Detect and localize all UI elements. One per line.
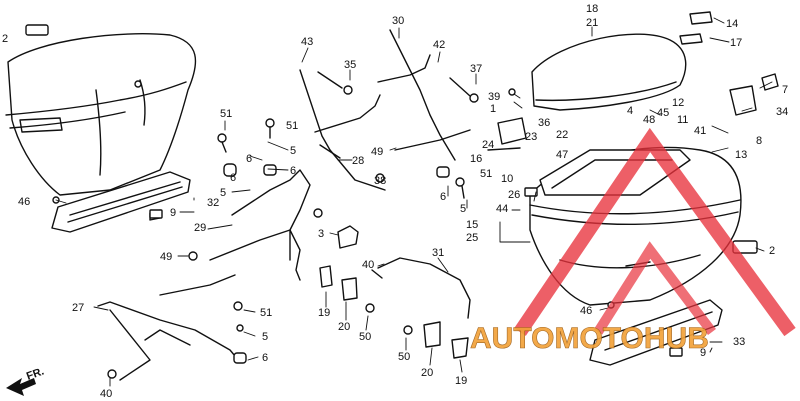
callout-51-lower: 51 — [260, 307, 272, 319]
callout-41: 41 — [694, 125, 706, 137]
callout-5-right: 5 — [460, 203, 466, 215]
leader-lines — [55, 17, 773, 387]
emblems — [25, 24, 758, 357]
callout-23: 23 — [525, 131, 537, 143]
callout-18: 18 — [586, 3, 598, 15]
callout-25: 25 — [466, 232, 478, 244]
callout-51-left: 51 — [220, 108, 232, 120]
watermark-triangle-icon — [514, 127, 796, 337]
left-saddlebag — [5, 33, 197, 196]
callout-21: 21 — [586, 17, 598, 29]
direction-label: FR. — [25, 365, 46, 382]
watermark-triangle-inner-icon — [593, 241, 716, 336]
callout-26: 26 — [508, 189, 520, 201]
callout-28: 28 — [352, 155, 364, 167]
watermark: AUTOMOTOHUB — [470, 127, 796, 355]
callout-27: 27 — [72, 302, 84, 314]
right-mounting-plate — [589, 299, 723, 366]
callout-35: 35 — [344, 59, 356, 71]
handle-rail — [371, 257, 471, 319]
callout-2-upper-left: 2 — [2, 33, 8, 45]
inner-tray — [539, 149, 691, 196]
left-mounting-plate — [51, 171, 191, 233]
callout-24: 24 — [482, 139, 494, 151]
callout-labels: 18 21 14 17 30 43 42 35 37 39 1 7 2 12 4… — [2, 3, 788, 400]
callout-39: 39 — [488, 91, 500, 103]
grommets — [223, 163, 450, 364]
callout-6-upper-b: 6 — [290, 165, 296, 177]
callout-50-lower: 50 — [398, 351, 410, 363]
callout-11: 11 — [677, 114, 688, 126]
lower-frame — [159, 169, 311, 296]
callout-32: 32 — [207, 197, 219, 209]
callout-13: 13 — [735, 149, 747, 161]
callout-42: 42 — [433, 39, 445, 51]
direction-arrow: FR. — [6, 365, 46, 396]
callout-46-left: 46 — [18, 196, 30, 208]
callout-40-lower: 40 — [100, 388, 112, 400]
key-lock — [313, 208, 359, 249]
lower-guard — [97, 301, 241, 381]
callout-46-right: 46 — [580, 305, 592, 317]
callout-8: 8 — [756, 135, 762, 147]
callout-16: 16 — [470, 153, 482, 165]
callout-49-upper: 49 — [371, 146, 383, 158]
callout-19-lower: 19 — [455, 375, 467, 387]
callout-17: 17 — [730, 37, 742, 49]
callout-10: 10 — [501, 173, 513, 185]
callout-49-lower: 49 — [160, 251, 172, 263]
callout-34: 34 — [776, 106, 788, 118]
callout-6-lower: 6 — [262, 352, 268, 364]
callout-2-right: 2 — [769, 245, 775, 257]
callout-6-left: 6 — [230, 172, 236, 184]
callout-4: 4 — [627, 105, 633, 117]
callout-29: 29 — [194, 222, 206, 234]
callout-36: 36 — [538, 117, 550, 129]
bolts — [52, 71, 615, 379]
callout-48: 48 — [643, 114, 655, 126]
callout-38: 38 — [374, 175, 386, 187]
right-saddlebag-lid — [531, 33, 687, 111]
callout-3: 3 — [318, 228, 324, 240]
callout-51-mid: 51 — [286, 120, 298, 132]
callout-31: 31 — [432, 247, 444, 259]
callout-20-lower: 20 — [421, 367, 433, 379]
callout-9-right: 9 — [700, 347, 706, 359]
callout-5-lower: 5 — [262, 331, 268, 343]
callout-7: 7 — [782, 84, 788, 96]
callout-6-upper-a: 6 — [246, 153, 252, 165]
callout-6-right: 6 — [440, 191, 446, 203]
callout-9-left: 9 — [170, 207, 176, 219]
callout-5-left: 5 — [220, 187, 226, 199]
callout-37: 37 — [470, 63, 482, 75]
callout-5-upper: 5 — [290, 145, 296, 157]
callout-30: 30 — [392, 15, 404, 27]
callout-20-mid: 20 — [338, 321, 350, 333]
callout-33: 33 — [733, 336, 745, 348]
callout-51-right: 51 — [480, 168, 492, 180]
callout-50-mid: 50 — [359, 331, 371, 343]
upper-frame — [299, 29, 471, 191]
watermark-brand: AUTOMOTOHUB — [470, 322, 709, 355]
brackets — [319, 11, 779, 359]
callout-22: 22 — [556, 129, 568, 141]
callout-1: 1 — [490, 103, 496, 115]
callout-14: 14 — [726, 18, 738, 30]
callout-47: 47 — [556, 149, 568, 161]
callout-40-upper: 40 — [362, 259, 374, 271]
callout-15: 15 — [466, 219, 478, 231]
callout-45: 45 — [657, 107, 669, 119]
callout-43: 43 — [301, 36, 313, 48]
callout-19-mid: 19 — [318, 307, 330, 319]
callout-12: 12 — [672, 97, 684, 109]
callout-44: 44 — [496, 203, 508, 215]
